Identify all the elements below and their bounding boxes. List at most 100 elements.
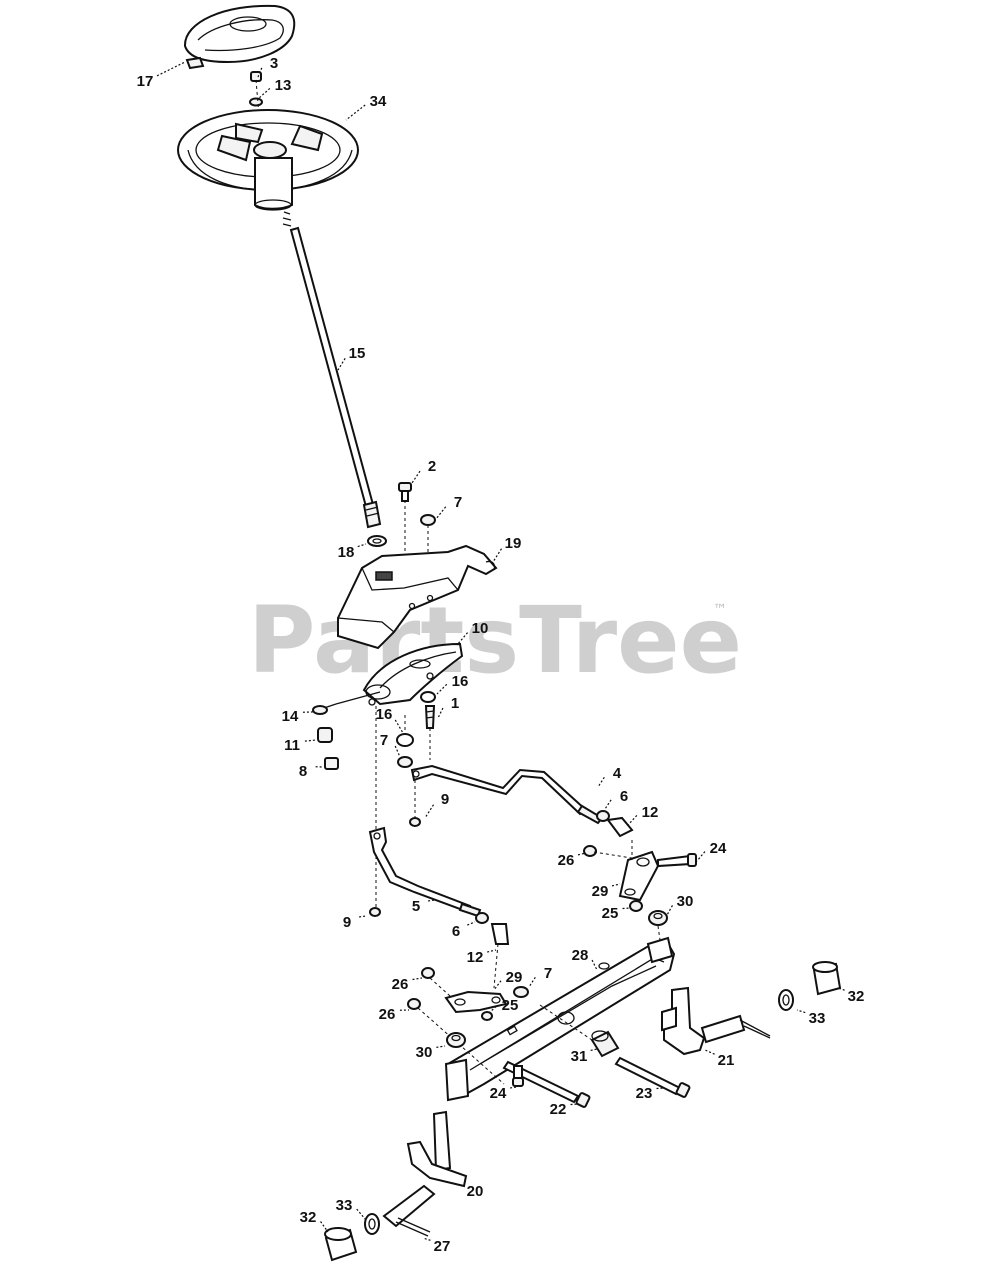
callout-c3: 3 — [270, 55, 278, 72]
part-bolt-1 — [424, 705, 436, 729]
part-ball-joint-12b — [490, 923, 510, 945]
part-drag-link-4 — [410, 764, 604, 825]
part-spindle-21 — [661, 986, 771, 1056]
part-bolt-2 — [398, 482, 412, 502]
part-nut-26a — [583, 845, 597, 857]
callout-c26c: 26 — [379, 1006, 396, 1023]
callout-c5: 5 — [412, 898, 420, 915]
callout-c22: 22 — [550, 1101, 567, 1118]
part-nut-7c — [513, 986, 529, 998]
part-spindle-20 — [382, 1110, 468, 1237]
part-nut-7b — [397, 756, 413, 768]
callout-leader — [696, 851, 706, 862]
part-bushing-16b — [396, 733, 414, 747]
part-washer-33a — [778, 989, 794, 1011]
callout-c18: 18 — [338, 544, 355, 561]
part-steering-cap — [183, 4, 296, 70]
part-nut-6b — [475, 912, 489, 924]
part-bushing-30b — [446, 1032, 466, 1048]
callout-c13: 13 — [275, 77, 292, 94]
callout-c25b: 25 — [502, 997, 519, 1014]
callout-leader — [357, 543, 367, 548]
part-steering-bracket — [337, 544, 498, 650]
callout-leader — [437, 707, 444, 719]
callout-leader — [611, 883, 621, 887]
callout-leader — [622, 907, 631, 910]
part-wheel-bushing-32b — [324, 1227, 358, 1262]
callout-c30b: 30 — [416, 1044, 433, 1061]
callout-c29b: 29 — [506, 969, 523, 986]
part-nut-9a — [409, 817, 421, 827]
callout-c9a: 9 — [441, 791, 449, 808]
callout-c8: 8 — [299, 763, 307, 780]
callout-leader — [528, 976, 536, 988]
part-washer-14 — [312, 705, 328, 715]
callout-leader — [837, 987, 845, 991]
callout-leader — [597, 776, 605, 788]
callout-c15: 15 — [349, 345, 366, 362]
part-nut-6a — [596, 810, 610, 822]
callout-leader — [796, 1009, 806, 1014]
callout-c27: 27 — [434, 1238, 451, 1255]
callout-c32b: 32 — [300, 1209, 317, 1226]
callout-c4: 4 — [613, 765, 622, 782]
part-nut-25b — [481, 1011, 493, 1021]
callout-leader — [412, 977, 423, 981]
callout-leader — [704, 1049, 715, 1055]
callout-leader — [577, 852, 587, 856]
callout-leader — [456, 632, 469, 646]
part-nut-8 — [324, 757, 339, 770]
callout-leader — [510, 1086, 518, 1089]
part-washer-33b — [364, 1213, 380, 1235]
callout-c12a: 12 — [642, 804, 659, 821]
callout-c7c: 7 — [544, 965, 552, 982]
callout-c32a: 32 — [848, 988, 865, 1005]
callout-leader — [604, 799, 612, 810]
part-bolt-23 — [614, 1056, 691, 1098]
watermark: PartsTree — [248, 587, 742, 694]
callout-leader — [590, 1048, 598, 1052]
callout-c6a: 6 — [620, 788, 628, 805]
callout-leader — [411, 470, 421, 484]
callout-leader — [257, 67, 263, 78]
callout-leader — [493, 980, 502, 991]
callout-c33a: 33 — [809, 1010, 826, 1027]
callout-leader — [591, 959, 598, 971]
callout-leader — [451, 1182, 463, 1187]
callout-leader — [394, 745, 401, 758]
part-drag-link-5 — [368, 826, 482, 918]
callout-leader — [570, 1103, 579, 1106]
callout-leader — [359, 915, 367, 918]
part-nut-26c — [407, 998, 421, 1010]
callout-c16a: 16 — [452, 673, 469, 690]
callout-c11: 11 — [284, 737, 300, 754]
part-front-axle-28 — [444, 936, 676, 1102]
callout-c26b: 26 — [392, 976, 409, 993]
part-bushing-18 — [367, 535, 387, 547]
part-steering-arm-29a — [618, 850, 660, 902]
callout-c10: 10 — [472, 620, 489, 637]
callout-leader — [487, 949, 497, 953]
part-steering-arm-29b — [444, 990, 508, 1014]
part-ball-joint-12a — [606, 816, 634, 838]
watermark-trademark: ™ — [713, 602, 727, 618]
callout-c14: 14 — [282, 708, 299, 725]
callout-leader — [424, 804, 435, 819]
callout-leader — [666, 905, 673, 916]
callout-c26a: 26 — [558, 852, 575, 869]
callout-leader — [394, 719, 404, 734]
part-bolt-24b — [512, 1065, 524, 1087]
callout-c7a: 7 — [454, 494, 462, 511]
part-bushing-30a — [648, 910, 668, 926]
callout-c34: 34 — [370, 93, 387, 110]
callout-leader — [345, 104, 366, 121]
part-sector-plate — [362, 642, 464, 706]
callout-c6b: 6 — [452, 923, 460, 940]
callout-c29a: 29 — [592, 883, 609, 900]
part-spacer-31 — [590, 1030, 620, 1058]
callout-leader — [337, 358, 346, 371]
callout-c7b: 7 — [380, 732, 388, 749]
part-nut-9b — [369, 907, 381, 917]
part-gear-11 — [317, 727, 333, 743]
